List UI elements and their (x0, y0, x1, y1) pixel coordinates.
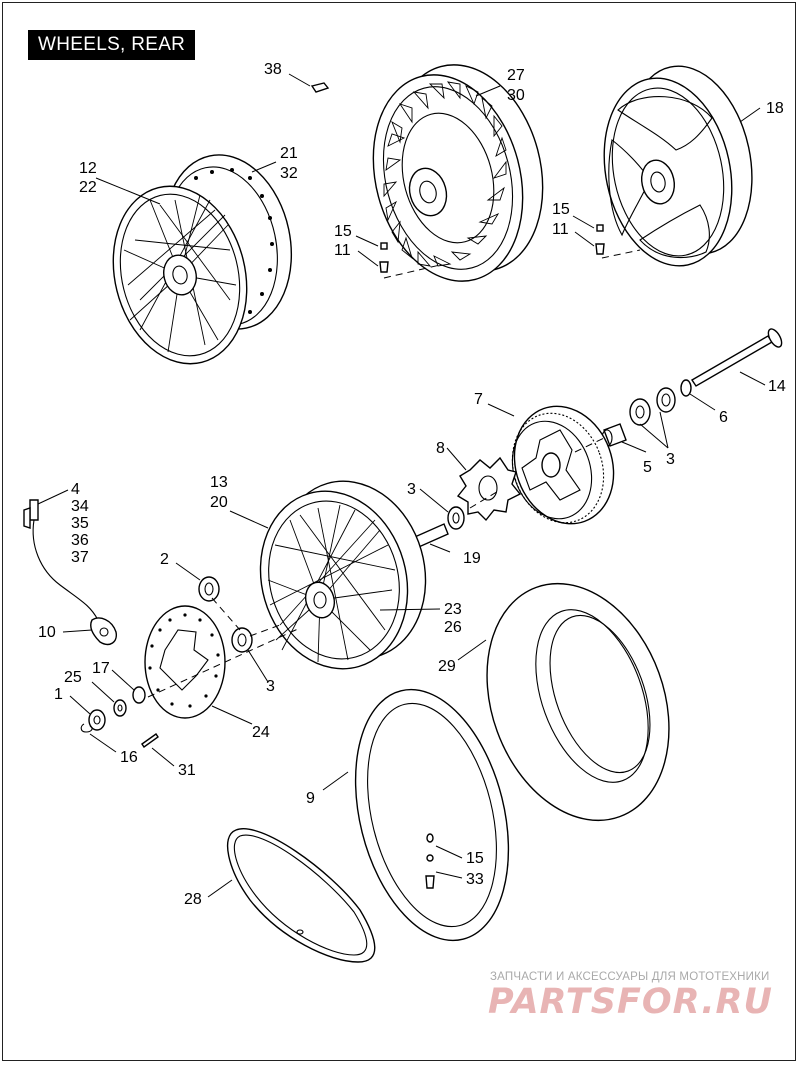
callout-3-center: 3 (407, 481, 416, 498)
part-3-bearing-lower (231, 627, 253, 653)
part-16-clip (80, 723, 93, 733)
callout-27: 27 (507, 67, 525, 84)
callout-8: 8 (436, 440, 445, 457)
callout-10: 10 (38, 624, 56, 641)
part-14-axle (601, 328, 783, 447)
callout-12: 12 (79, 160, 97, 177)
watermark-tagline: ЗАПЧАСТИ И АКСЕССУАРЫ ДЛЯ МОТОТЕХНИКИ (490, 971, 770, 983)
callout-37: 37 (71, 549, 89, 566)
callout-19: 19 (463, 550, 481, 567)
callout-33: 33 (466, 871, 484, 888)
part-3-bearing-center (447, 506, 465, 530)
callout-1: 1 (54, 686, 63, 703)
callout-15-upper-left: 15 (334, 223, 352, 240)
watermark-logo: PARTSFOR.RU (488, 982, 773, 1022)
callout-13: 13 (210, 474, 228, 491)
callout-16: 16 (120, 749, 138, 766)
callout-labels: 38 27 30 18 21 32 12 22 15 11 15 11 14 7… (38, 61, 786, 908)
callout-17: 17 (92, 660, 110, 677)
callout-38: 38 (264, 61, 282, 78)
callout-34: 34 (71, 498, 89, 515)
callout-35: 35 (71, 515, 89, 532)
part-15-valve-cap-upper-left (379, 242, 441, 279)
callout-24: 24 (252, 724, 270, 741)
part-24-brake-rotor (144, 605, 226, 719)
callout-15-tube: 15 (466, 850, 484, 867)
callout-9: 9 (306, 790, 315, 807)
callout-5: 5 (643, 459, 652, 476)
callout-3-axle: 3 (666, 451, 675, 468)
part-38-block (310, 82, 330, 93)
part-13-spoked-wheel (259, 480, 427, 670)
callout-32: 32 (280, 165, 298, 182)
part-8-isolator (456, 456, 522, 522)
callout-28: 28 (184, 891, 202, 908)
callout-2: 2 (160, 551, 169, 568)
callout-7: 7 (474, 391, 483, 408)
part-9-inner-tube (354, 688, 510, 942)
part-18-disc-wheel (603, 65, 753, 267)
callout-6: 6 (719, 409, 728, 426)
callout-14: 14 (768, 378, 786, 395)
part-7-sprocket (511, 405, 615, 525)
callout-25: 25 (64, 669, 82, 686)
callout-3-lower: 3 (266, 678, 275, 695)
part-2-bearing (198, 576, 220, 602)
callout-31: 31 (178, 762, 196, 779)
part-10-sensor-bracket (90, 617, 117, 646)
callout-4: 4 (71, 481, 80, 498)
page-title: WHEELS, REAR (28, 30, 196, 60)
part-31-bolt (141, 733, 159, 748)
callout-29: 29 (438, 658, 456, 675)
callout-30: 30 (507, 87, 525, 104)
part-12-brake-disc-wheel-side (112, 185, 248, 365)
callout-22: 22 (79, 179, 97, 196)
part-1-nut (88, 709, 106, 731)
callout-15-upper-right: 15 (552, 201, 570, 218)
part-17-spacer (132, 686, 146, 704)
leader-lines (37, 73, 766, 898)
part-4-wheel-speed-sensor (23, 499, 99, 621)
part-15-valve-cap-upper-right (595, 224, 641, 259)
part-28-drive-belt (226, 828, 376, 963)
part-29-tire (486, 582, 670, 822)
callout-18: 18 (766, 100, 784, 117)
part-27-cast-wheel (372, 64, 544, 282)
callout-23: 23 (444, 601, 462, 618)
callout-21: 21 (280, 145, 298, 162)
callout-11-upper-right: 11 (552, 221, 569, 238)
callout-20: 20 (210, 494, 228, 511)
callout-11-upper-left: 11 (334, 242, 351, 259)
callout-36: 36 (71, 532, 89, 549)
callout-26: 26 (444, 619, 462, 636)
part-25-washer (113, 699, 127, 717)
